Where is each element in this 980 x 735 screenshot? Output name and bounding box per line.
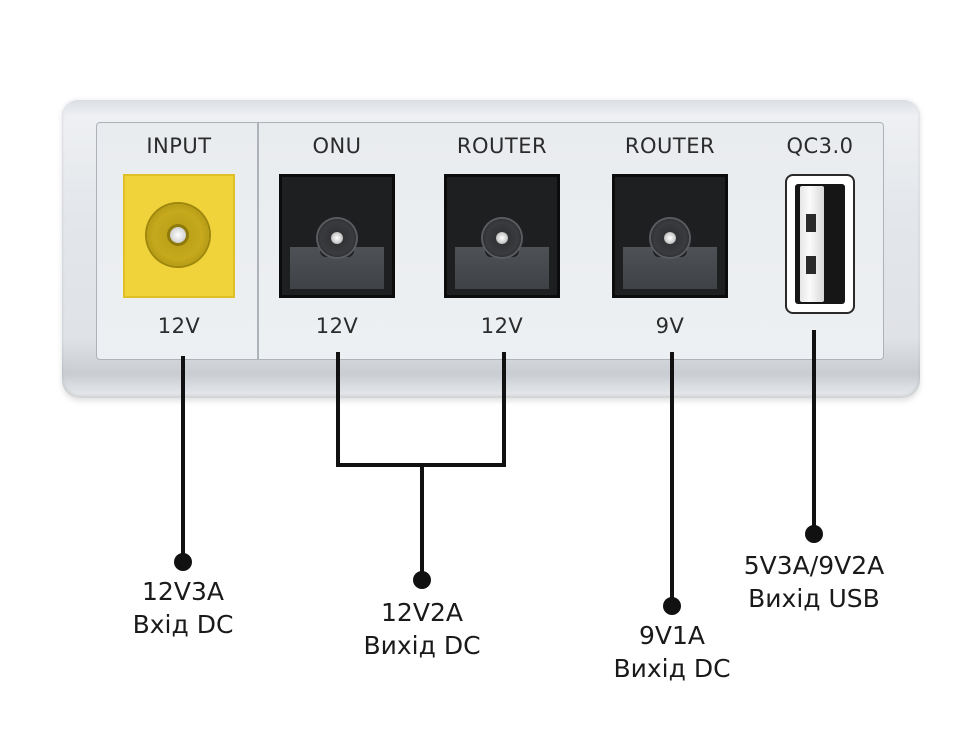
dc12-leader-line [420, 463, 424, 579]
usb-callout: 5V3A/9V2A Вихід USB [714, 549, 914, 615]
panel-divider [257, 123, 259, 359]
dc12-callout: 12V2A Вихід DC [342, 596, 502, 662]
onu-voltage-label: 12V [315, 314, 359, 338]
router2-port-label: ROUTER [624, 134, 716, 158]
usb-port-label: QC3.0 [786, 134, 854, 158]
usb-callout-rating: 5V3A/9V2A [743, 551, 885, 580]
dc9-callout-rating: 9V1A [638, 621, 705, 650]
dc9-leader-dot [663, 597, 681, 615]
router1-voltage-label: 12V [480, 314, 524, 338]
input-callout-desc: Вхід DC [132, 610, 234, 639]
usb-callout-desc: Вихід USB [748, 584, 880, 613]
input-dc-jack [123, 174, 235, 298]
dc9-callout-desc: Вихід DC [613, 654, 731, 683]
input-callout-rating: 12V3A [142, 577, 224, 606]
router1-dc-jack [444, 174, 560, 298]
input-port-label: INPUT [146, 134, 212, 158]
router2-voltage-label: 9V [655, 314, 685, 338]
dc12-callout-desc: Вихід DC [363, 631, 481, 660]
router2-jack-pin [664, 232, 676, 244]
onu-port-label: ONU [312, 134, 362, 158]
dc12-leader-dot [413, 571, 431, 589]
usb-tongue [800, 186, 824, 302]
router1-jack-pin [496, 232, 508, 244]
router2-dc-jack [612, 174, 728, 298]
dc12-callout-rating: 12V2A [381, 598, 463, 627]
usb-qc3-port [785, 174, 855, 314]
input-leader-dot [174, 553, 192, 571]
onu-jack-pin [331, 232, 343, 244]
router1-leader-line [502, 352, 506, 466]
input-jack-pin [170, 227, 186, 243]
onu-leader-line [336, 352, 340, 466]
dc9-leader-line [670, 352, 674, 605]
input-voltage-label: 12V [157, 314, 201, 338]
dc9-callout: 9V1A Вихід DC [592, 619, 752, 685]
onu-dc-jack [279, 174, 395, 298]
usb-leader-line [812, 330, 816, 533]
input-callout: 12V3A Вхід DC [103, 575, 263, 641]
usb-leader-dot [805, 525, 823, 543]
router1-port-label: ROUTER [456, 134, 548, 158]
input-leader-line [181, 356, 185, 561]
